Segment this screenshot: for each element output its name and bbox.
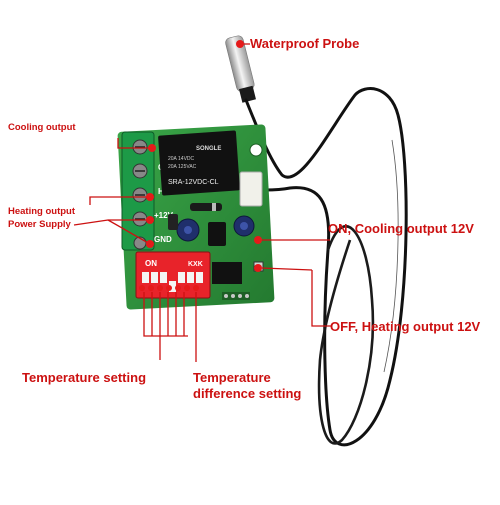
relay-rating-1: 20A 14VDC	[168, 156, 195, 162]
annotation-lines	[73, 43, 332, 362]
terminal-label-h: H	[158, 187, 164, 196]
probe-connector	[239, 171, 263, 207]
header-pins	[222, 292, 250, 300]
dip-switch: ON KXK	[135, 251, 211, 299]
probe-cable-highlight	[383, 139, 399, 373]
label-temperature-difference-1: Temperature	[193, 370, 271, 385]
label-power-supply: Power Supply	[8, 219, 71, 230]
ic-chip	[212, 262, 242, 284]
probe-cable	[244, 87, 408, 447]
terminal-label-12v: +12V	[154, 211, 174, 220]
relay: SONGLE 20A 14VDC 20A 125VAC SRA-12VDC-CL	[158, 130, 240, 196]
relay-brand-text: SONGLE	[196, 146, 221, 152]
label-heating-output: Heating output	[8, 206, 76, 217]
label-on-cooling: ON, Cooling output 12V	[328, 221, 474, 236]
probe-tip	[225, 35, 256, 103]
relay-rating-2: 20A 125VAC	[168, 164, 197, 170]
label-waterproof-probe: Waterproof Probe	[250, 36, 360, 51]
label-off-heating: OFF, Heating output 12V	[330, 319, 481, 334]
annotation-dots	[139, 40, 262, 291]
dip-kxk-label: KXK	[188, 261, 203, 268]
probe-cable-loop	[317, 225, 375, 445]
relay-model-text: SRA-12VDC-CL	[168, 179, 219, 186]
components	[168, 203, 255, 246]
label-cooling-output: Cooling output	[8, 122, 76, 133]
label-temperature-difference-2: difference setting	[193, 386, 302, 401]
terminal-label-gnd: GND	[154, 235, 172, 244]
label-temperature-setting: Temperature setting	[22, 370, 147, 385]
dip-on-label: ON	[145, 259, 157, 268]
